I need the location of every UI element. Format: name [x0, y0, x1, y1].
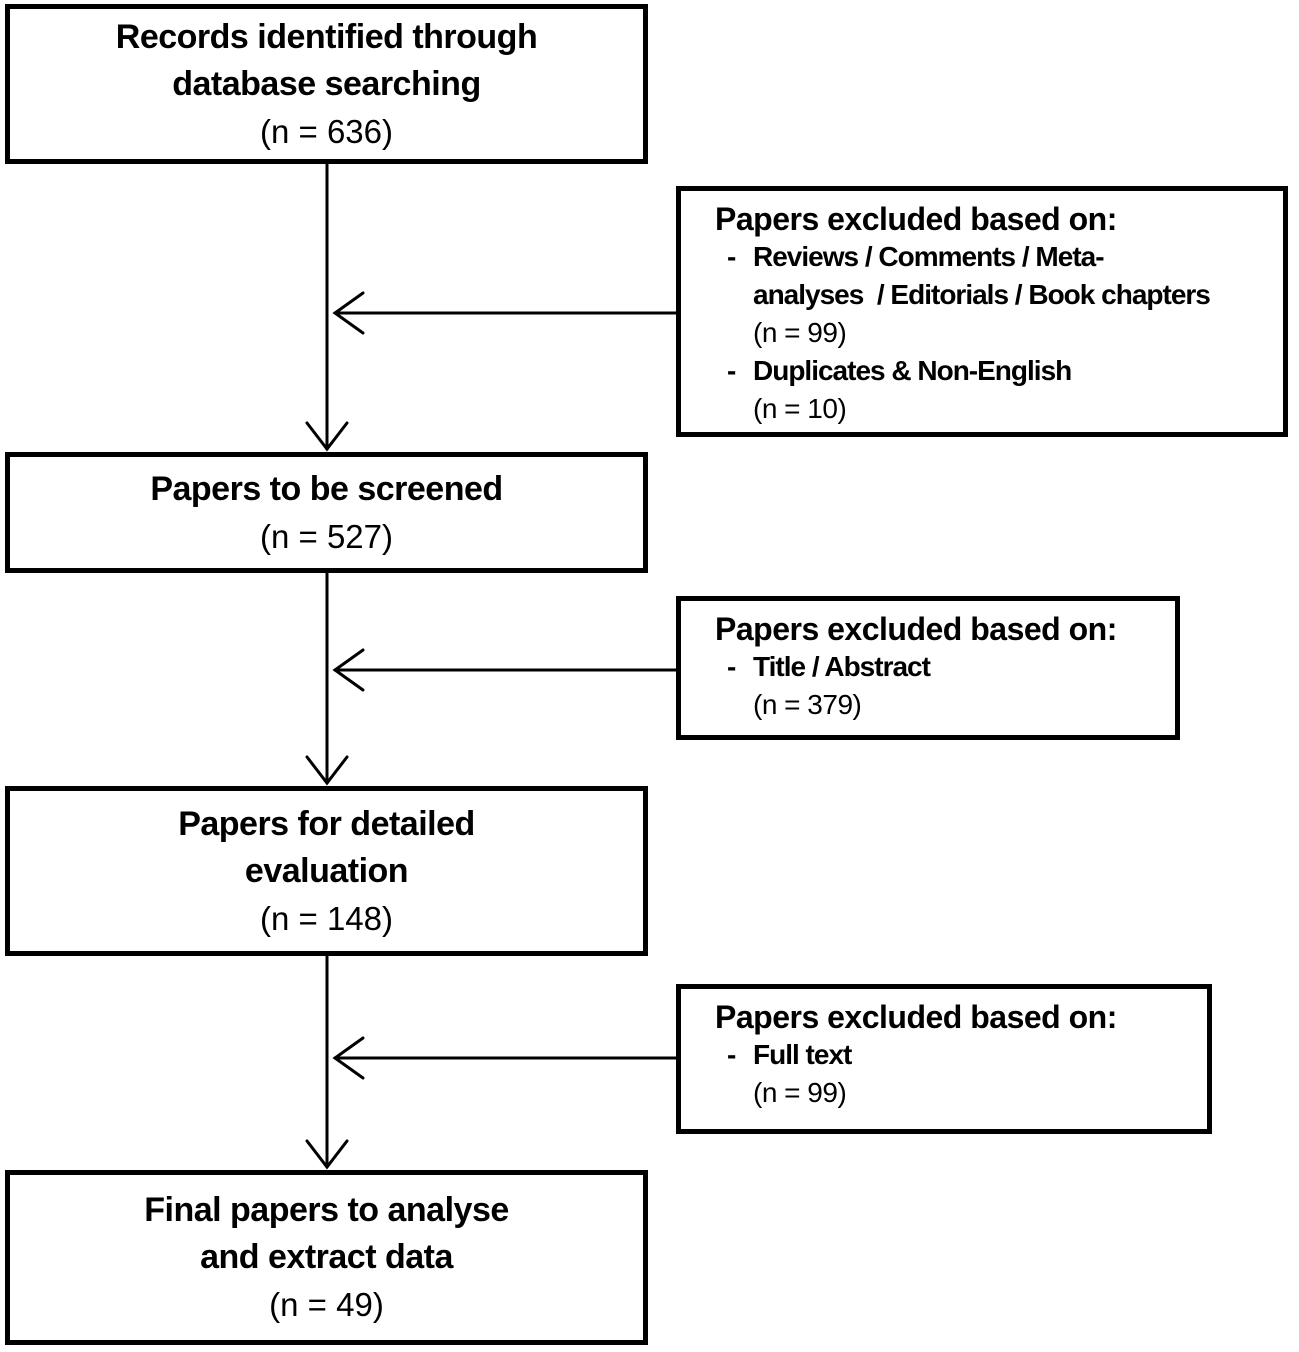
exclusion-box-title: Papers excluded based on:	[715, 999, 1117, 1035]
flow-box-count: (n = 636)	[260, 112, 393, 150]
exclusion-item-line: Duplicates & Non-English	[753, 355, 1072, 386]
exclusion-item: - Reviews / Comments / Meta- analyses / …	[727, 238, 1269, 352]
flow-box-text-line: Final papers to analyse	[144, 1191, 509, 1229]
exclusion-item-text: Full text (n = 99)	[753, 1036, 1193, 1112]
flow-box-text-line: evaluation	[244, 851, 409, 890]
bullet-dash: -	[727, 651, 737, 682]
bullet-dash: -	[727, 355, 737, 386]
exclusion-item: - Duplicates & Non-English (n = 10)	[727, 352, 1269, 428]
exclusion-box-initial-screen: Papers excluded based on: - Reviews / Co…	[676, 186, 1288, 437]
flow-box-count: (n = 527)	[260, 517, 393, 555]
flow-box-records-identified: Records identified through database sear…	[5, 4, 648, 164]
exclusion-box-title: Papers excluded based on:	[715, 201, 1117, 237]
flow-box-count: (n = 148)	[260, 899, 393, 937]
exclusion-item-text: Reviews / Comments / Meta- analyses / Ed…	[753, 238, 1269, 352]
flow-box-text-line: and extract data	[200, 1238, 453, 1276]
exclusion-item-count: (n = 379)	[753, 689, 862, 720]
flow-box-text-line: Papers for detailed	[178, 804, 475, 843]
arrowhead-down-3	[305, 1139, 349, 1170]
flow-box-detailed-evaluation: Papers for detailed evaluation (n = 148)	[5, 786, 648, 956]
exclusion-item-text: Duplicates & Non-English (n = 10)	[753, 352, 1269, 428]
flow-box-text-line: Papers to be screened	[150, 469, 503, 508]
arrowhead-down-2	[305, 755, 349, 786]
arrowhead-left-2	[332, 648, 365, 692]
arrowhead-left-1	[332, 291, 365, 335]
exclusion-item-count: (n = 99)	[753, 317, 847, 348]
arrowhead-left-3	[332, 1036, 365, 1080]
bullet-dash: -	[727, 1039, 737, 1070]
exclusion-item-count: (n = 10)	[753, 393, 847, 424]
exclusion-item: - Full text (n = 99)	[727, 1036, 1193, 1112]
arrowhead-down-1	[305, 421, 349, 452]
exclusion-box-title: Papers excluded based on:	[715, 611, 1117, 647]
bullet-dash: -	[727, 241, 737, 272]
flow-box-papers-screened: Papers to be screened (n = 527)	[5, 452, 648, 573]
exclusion-item-text: Title / Abstract (n = 379)	[753, 648, 1161, 724]
exclusion-box-title-abstract: Papers excluded based on: - Title / Abst…	[676, 596, 1180, 740]
exclusion-box-full-text: Papers excluded based on: - Full text (n…	[676, 984, 1212, 1134]
exclusion-item-count: (n = 99)	[753, 1077, 847, 1108]
flow-box-final-papers: Final papers to analyse and extract data…	[5, 1170, 648, 1345]
flow-box-count: (n = 49)	[269, 1286, 384, 1323]
exclusion-item-line: Reviews / Comments / Meta-	[753, 241, 1105, 272]
exclusion-item-line: Full text	[753, 1039, 852, 1070]
flow-box-text-line: database searching	[172, 64, 481, 103]
exclusion-item-line: analyses / Editorials / Book chapters	[753, 279, 1211, 310]
exclusion-item-line: Title / Abstract	[753, 651, 931, 682]
flow-box-text-line: Records identified through	[115, 17, 538, 56]
exclusion-item: - Title / Abstract (n = 379)	[727, 648, 1161, 724]
